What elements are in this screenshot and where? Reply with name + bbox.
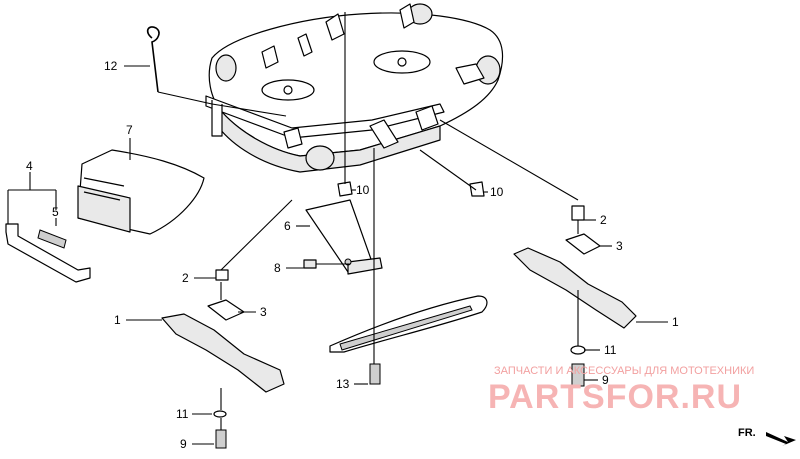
callout-2-right: 2 [600,213,607,227]
callout-10-right: 10 [490,185,504,199]
callout-11-left: 11 [176,407,189,421]
callout-1-right: 1 [672,315,679,329]
front-direction-marker: FR. [738,427,796,446]
watermark-tagline: ЗАПЧАСТИ И АКСЕССУАРЫ ДЛЯ МОТОТЕХНИКИ [494,365,754,377]
callout-2-left: 2 [182,271,189,285]
callout-10-center: 10 [356,183,370,197]
watermark: ЗАПЧАСТИ И АКСЕССУАРЫ ДЛЯ МОТОТЕХНИКИ PA… [488,365,754,416]
watermark-logo: PARTSFOR.RU [488,378,742,416]
callout-1-left: 1 [114,313,121,327]
callout-13: 13 [336,377,350,391]
callout-3-left: 3 [260,305,267,319]
deflector-part [77,149,205,235]
fasteners [337,12,485,385]
leader-lines [29,65,668,445]
left-blade-part [161,199,293,449]
callout-8: 8 [274,261,281,275]
callout-9-right: 9 [602,373,609,387]
callout-7: 7 [126,123,133,137]
callout-labels: 12 7 4 5 6 8 2 3 1 11 9 10 10 13 2 3 1 1… [26,59,679,451]
callout-11-right: 11 [604,343,617,357]
lift-pin-part [146,26,287,117]
baffle-part [329,295,488,353]
chute-bracket-part [303,199,383,275]
callout-4: 4 [26,159,33,173]
callout-5: 5 [52,205,59,219]
bumper-part [5,189,91,283]
callout-9-left: 9 [180,437,187,451]
mower-deck [205,3,504,173]
right-blade-part [439,119,637,387]
callout-12: 12 [104,59,118,73]
front-arrow-icon [766,432,796,446]
callout-3-right: 3 [616,239,623,253]
callout-6: 6 [284,219,291,233]
fr-label: FR. [738,427,756,439]
